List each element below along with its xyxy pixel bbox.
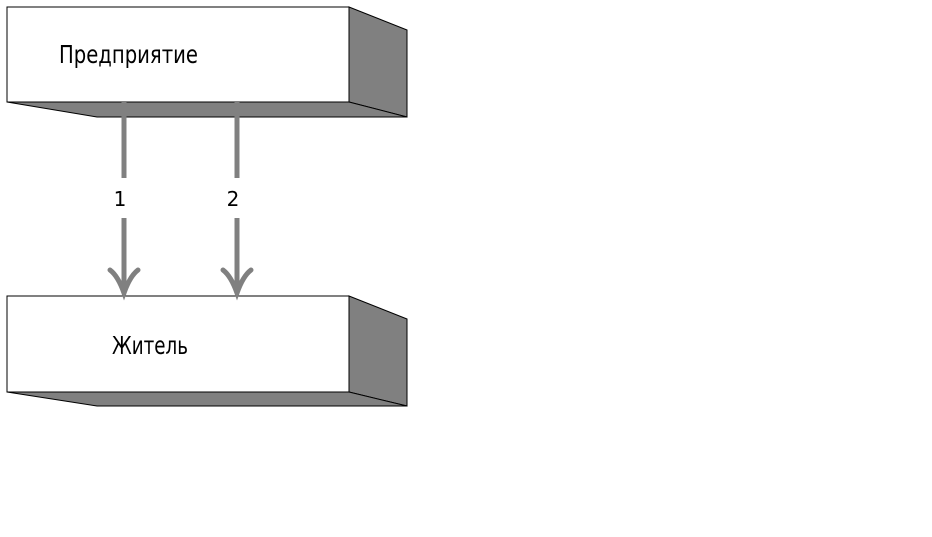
arrow-1: 1 xyxy=(107,102,141,301)
arrow-1-head xyxy=(107,267,141,301)
node-resident-side xyxy=(348,295,408,407)
node-resident: Житель xyxy=(6,295,408,407)
node-enterprise-side xyxy=(348,6,408,118)
arrow-2: 2 xyxy=(220,102,254,301)
node-enterprise-shadow xyxy=(6,101,408,118)
arrow-1-label: 1 xyxy=(114,187,127,211)
node-resident-face xyxy=(6,295,350,393)
node-enterprise: Предприятие xyxy=(6,6,408,118)
node-enterprise-face xyxy=(6,6,350,103)
node-resident-shadow xyxy=(6,391,408,407)
arrow-2-head xyxy=(220,267,254,301)
node-resident-label: Житель xyxy=(112,331,188,360)
node-enterprise-label: Предприятие xyxy=(59,40,198,69)
arrow-2-label: 2 xyxy=(227,187,240,211)
